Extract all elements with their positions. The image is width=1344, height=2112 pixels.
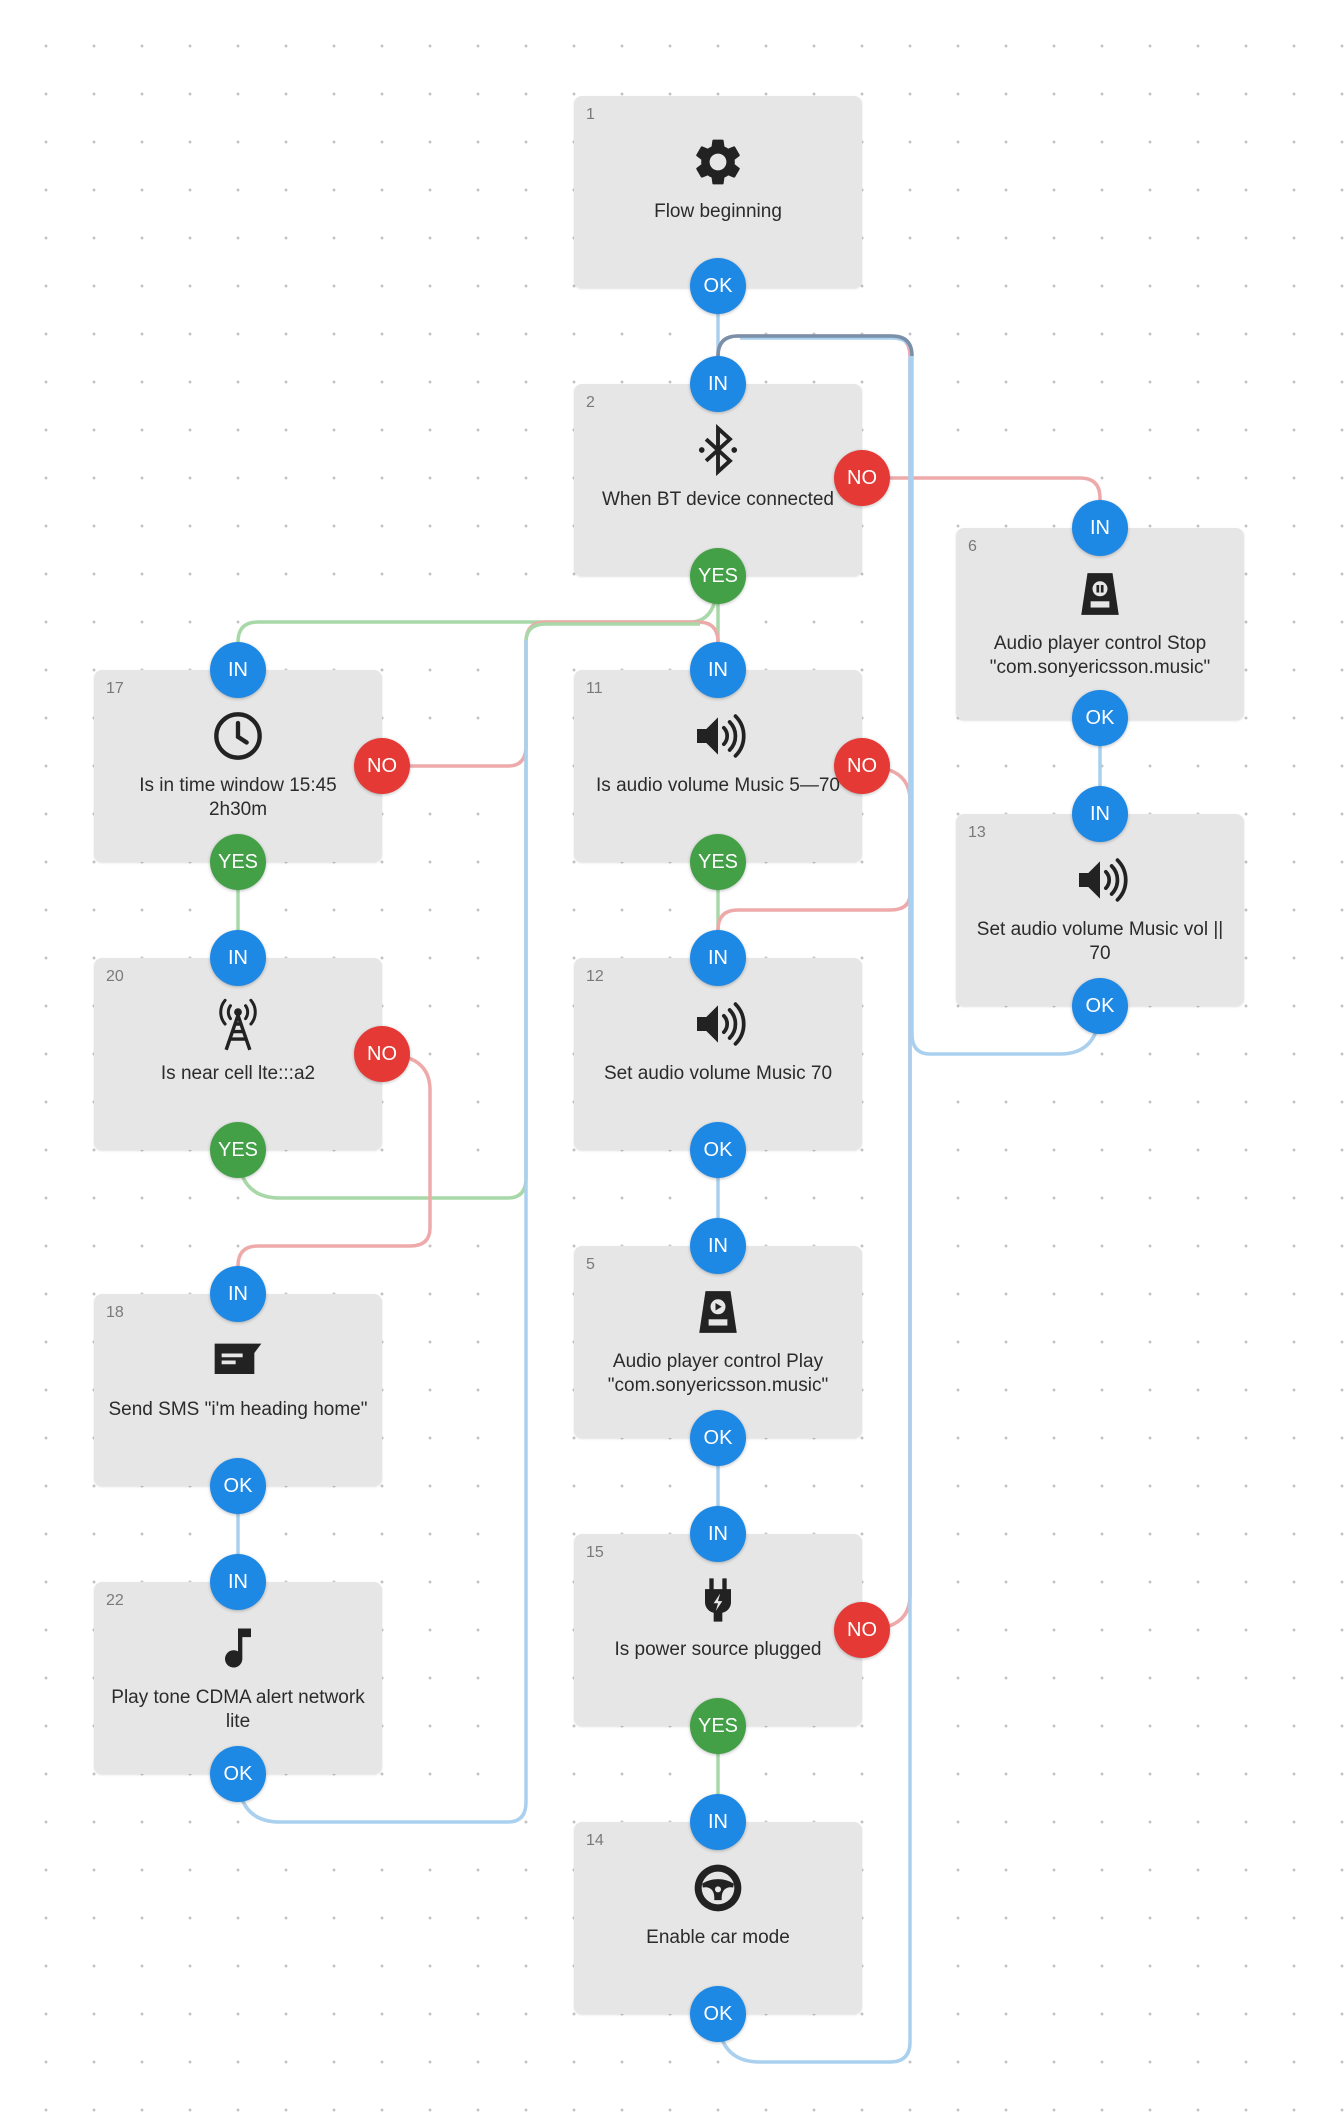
power-plug-icon	[688, 1570, 748, 1630]
block-label: Is audio volume Music 5—70	[596, 775, 840, 796]
b5-in-port[interactable]: IN	[690, 1218, 746, 1274]
block-number: 15	[586, 1544, 604, 1561]
b11-yes-port[interactable]: YES	[690, 834, 746, 890]
b20-no-port[interactable]: NO	[354, 1026, 410, 1082]
block-number: 18	[106, 1304, 124, 1321]
block-label: Set audio volume Music vol || 70	[976, 919, 1224, 964]
b14-in-port[interactable]: IN	[690, 1794, 746, 1850]
b20-in-port[interactable]: IN	[210, 930, 266, 986]
b6-in-port[interactable]: IN	[1072, 500, 1128, 556]
b17-no-port[interactable]: NO	[354, 738, 410, 794]
block-number: 17	[106, 680, 124, 697]
block-number: 11	[586, 680, 603, 697]
wire-merge-b2-in	[716, 334, 914, 357]
block-number: 1	[586, 106, 595, 123]
block-number: 13	[968, 824, 986, 841]
block-label: Audio player control Play "com.sonyerics…	[607, 1351, 829, 1396]
b20-yes-port[interactable]: YES	[210, 1122, 266, 1178]
steering-wheel-icon	[688, 1858, 748, 1918]
gear-icon	[688, 132, 748, 192]
block-number: 2	[586, 394, 595, 411]
block-is-audio-volume[interactable]: 11 Is audio volume Music 5—70	[574, 670, 862, 862]
b12-ok-port[interactable]: OK	[690, 1122, 746, 1178]
block-number: 12	[586, 968, 604, 985]
block-power-source-plugged[interactable]: 15 Is power source plugged	[574, 1534, 862, 1726]
wire-b11-no-to-b12-in	[716, 764, 912, 931]
music-player-icon	[688, 1282, 748, 1342]
block-label: Is power source plugged	[614, 1639, 822, 1660]
b17-in-port[interactable]: IN	[210, 642, 266, 698]
b18-ok-port[interactable]: OK	[210, 1458, 266, 1514]
block-label: Set audio volume Music 70	[603, 1063, 833, 1084]
clock-icon	[208, 706, 268, 766]
block-label: Play tone CDMA alert network lite	[111, 1687, 365, 1732]
speaker-icon	[688, 706, 748, 766]
b15-in-port[interactable]: IN	[690, 1506, 746, 1562]
block-enable-car-mode[interactable]: 14 Enable car mode	[574, 1822, 862, 2014]
block-bt-device-connected[interactable]: 2 When BT device connected	[574, 384, 862, 576]
wire-b20-yes-to-b11-in	[236, 622, 700, 1200]
b5-ok-port[interactable]: OK	[690, 1410, 746, 1466]
speaker-icon	[688, 994, 748, 1054]
speaker-icon	[1070, 850, 1130, 910]
b11-no-port[interactable]: NO	[834, 738, 890, 794]
block-label: Enable car mode	[646, 1927, 790, 1948]
block-label: Is near cell lte:::a2	[160, 1063, 316, 1084]
b13-in-port[interactable]: IN	[1072, 786, 1128, 842]
music-player-icon	[1070, 564, 1130, 624]
music-note-icon	[208, 1618, 268, 1678]
b2-yes-port[interactable]: YES	[690, 548, 746, 604]
b11-in-port[interactable]: IN	[690, 642, 746, 698]
block-label: When BT device connected	[601, 489, 834, 510]
wire-b20-no-to-b18-in	[236, 1052, 432, 1294]
block-set-audio-volume-vol[interactable]: 13 Set audio volume Music vol || 70	[956, 814, 1244, 1006]
b15-no-port[interactable]: NO	[834, 1602, 890, 1658]
block-send-sms[interactable]: 18 Send SMS "i'm heading home"	[94, 1294, 382, 1486]
block-number: 22	[106, 1592, 124, 1609]
b22-in-port[interactable]: IN	[210, 1554, 266, 1610]
block-number: 6	[968, 538, 977, 555]
b17-yes-port[interactable]: YES	[210, 834, 266, 890]
cell-tower-icon	[208, 994, 268, 1054]
b22-ok-port[interactable]: OK	[210, 1746, 266, 1802]
b15-yes-port[interactable]: YES	[690, 1698, 746, 1754]
block-time-window[interactable]: 17 Is in time window 15:45 2h30m	[94, 670, 382, 862]
block-number: 20	[106, 968, 124, 985]
block-play-tone[interactable]: 22 Play tone CDMA alert network lite	[94, 1582, 382, 1774]
block-near-cell[interactable]: 20 Is near cell lte:::a2	[94, 958, 382, 1150]
block-label: Send SMS "i'm heading home"	[108, 1399, 368, 1420]
block-number: 14	[586, 1832, 604, 1849]
block-label: Is in time window 15:45 2h30m	[139, 775, 337, 820]
block-label: Flow beginning	[654, 201, 782, 222]
b2-in-port[interactable]: IN	[690, 356, 746, 412]
b6-ok-port[interactable]: OK	[1072, 690, 1128, 746]
bluetooth-icon	[688, 420, 748, 480]
wire-b14-ok-to-b2-in	[716, 356, 912, 2064]
block-audio-player-stop[interactable]: 6 Audio player control Stop "com.sonyeri…	[956, 528, 1244, 720]
b14-ok-port[interactable]: OK	[690, 1986, 746, 2042]
block-flow-beginning[interactable]: 1 Flow beginning	[574, 96, 862, 288]
block-label: Audio player control Stop "com.sonyerics…	[989, 633, 1211, 678]
b12-in-port[interactable]: IN	[690, 930, 746, 986]
block-audio-player-play[interactable]: 5 Audio player control Play "com.sonyeri…	[574, 1246, 862, 1438]
b13-ok-port[interactable]: OK	[1072, 978, 1128, 1034]
b1-ok-port[interactable]: OK	[690, 258, 746, 314]
block-number: 5	[586, 1256, 595, 1273]
b2-no-port[interactable]: NO	[834, 450, 890, 506]
b18-in-port[interactable]: IN	[210, 1266, 266, 1322]
wire-b2-no-to-b6-in	[862, 476, 1102, 528]
block-set-audio-volume[interactable]: 12 Set audio volume Music 70	[574, 958, 862, 1150]
sms-icon	[208, 1330, 268, 1390]
